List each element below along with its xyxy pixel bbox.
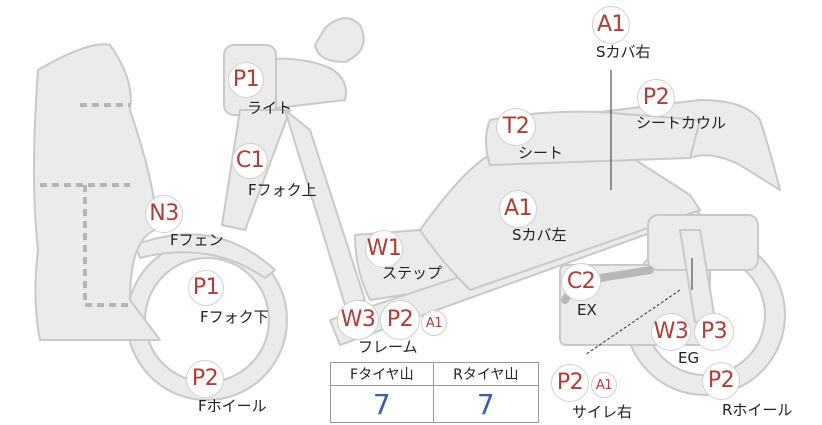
step-label: ステップ [382, 264, 443, 282]
fork-lower-label: Fフォク下 [200, 308, 269, 326]
light-label: ライト [247, 99, 293, 117]
front-tire-value: 7 [330, 385, 434, 423]
rear-wheel-badge: P2 [702, 362, 740, 400]
engine-badge-2: P3 [694, 313, 734, 351]
front-wheel-label: Fホイール [198, 397, 267, 415]
frame-badge-2: P2 [380, 300, 420, 340]
step-badge: W1 [365, 230, 403, 268]
rear-tire-value: 7 [432, 385, 540, 423]
frame-badge-1: W3 [337, 300, 379, 340]
rear-tire-header: Rタイヤ山 [432, 362, 540, 386]
muffler-right-label: サイレ右 [572, 403, 633, 421]
frame-badge-extra: A1 [421, 310, 447, 336]
seat-cowl-label: シートカウル [636, 114, 727, 132]
tire-table-value-row: 7 7 [330, 385, 540, 423]
front-fender-badge: N3 [145, 195, 183, 233]
engine-label: EG [678, 349, 700, 367]
muffler-right-badge-extra: A1 [591, 372, 617, 398]
cover-left-badge: A1 [499, 190, 537, 228]
fork-upper-badge: C1 [232, 143, 268, 179]
seat-badge: T2 [496, 108, 536, 146]
cover-left-label: Sカバ左 [512, 226, 567, 244]
exhaust-badge: C2 [561, 263, 601, 301]
cover-right-badge: A1 [592, 6, 630, 44]
light-badge: P1 [228, 62, 264, 98]
seat-label: シート [518, 144, 564, 162]
cover-right-label: Sカバ右 [596, 43, 651, 61]
frame-label: フレーム [358, 338, 418, 356]
tire-table-header-row: Fタイヤ山 Rタイヤ山 [330, 362, 540, 386]
seat-cowl-badge: P2 [637, 79, 675, 117]
engine-badge-1: W3 [651, 313, 691, 351]
muffler-right-badge: P2 [551, 364, 589, 402]
front-tire-header: Fタイヤ山 [330, 362, 434, 386]
tire-depth-table: Fタイヤ山 Rタイヤ山 7 7 [330, 362, 540, 423]
front-wheel-badge: P2 [186, 360, 224, 398]
exhaust-label: EX [577, 301, 597, 319]
fork-upper-label: Fフォク上 [248, 181, 317, 199]
rear-wheel-label: Rホイール [722, 401, 793, 419]
front-fender-label: Fフェン [170, 231, 224, 249]
fork-lower-badge: P1 [188, 270, 224, 306]
